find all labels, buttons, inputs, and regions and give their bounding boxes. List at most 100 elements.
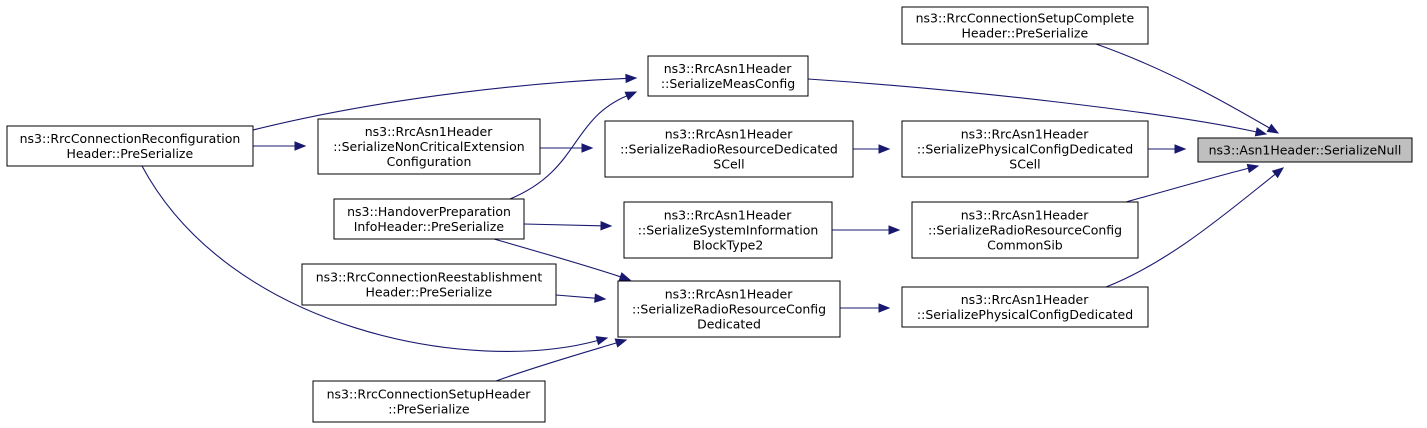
arrowhead-icon [1266, 123, 1280, 134]
edge-reestablishment-to-rr_dedicated [555, 293, 607, 303]
node-label-line: SCell [713, 157, 744, 172]
node-reconfig[interactable]: ns3::RrcConnectionReconfigurationHeader:… [6, 125, 254, 167]
edge-rr_common_sib-to-serialize_null [1125, 163, 1260, 203]
node-label-line: ns3::RrcAsn1Header [961, 292, 1090, 307]
edge-phys_dedicated_scell-to-serialize_null [1148, 144, 1187, 154]
node-label-line: ::SerializeRadioResourceConfig [632, 302, 826, 317]
edge-line [807, 78, 1257, 133]
arrowhead-icon [595, 336, 609, 346]
node-box [317, 118, 541, 175]
edge-meas_config-to-serialize_null [807, 78, 1268, 137]
arrowhead-icon [294, 141, 307, 151]
edge-handover-to-rr_dedicated [493, 238, 632, 282]
node-label-line: ::SerializeRadioResourceConfig [928, 223, 1122, 238]
edge-line [252, 77, 627, 131]
arrowhead-icon [1174, 144, 1187, 154]
node-box [617, 280, 841, 338]
node-box [333, 198, 525, 240]
node-box [911, 201, 1139, 259]
edge-phys_dedicated-to-serialize_null [1105, 167, 1285, 288]
node-box [901, 286, 1149, 328]
node-phys-dedicated-scell[interactable]: ns3::RrcAsn1Header::SerializePhysicalCon… [901, 120, 1149, 178]
edge-line [523, 223, 602, 227]
node-label-line: ns3::RrcAsn1Header [664, 61, 793, 76]
node-setup-complete[interactable]: ns3::RrcConnectionSetupCompleteHeader::P… [901, 6, 1149, 45]
node-label-line: ::SerializeSystemInformation [638, 223, 819, 238]
node-meas-config[interactable]: ns3::RrcAsn1Header::SerializeMeasConfig [647, 55, 809, 97]
edge-line [495, 342, 617, 382]
node-label-line: Header::PreSerialize [962, 26, 1089, 41]
node-label-line: ns3::RrcConnectionSetupHeader [327, 387, 532, 402]
node-label-line: ns3::RrcAsn1Header [365, 124, 494, 139]
edge-reconfig-to-rr_dedicated [141, 165, 609, 352]
node-label-line: ::SerializeRadioResourceDedicated [620, 142, 838, 157]
arrowhead-icon [1246, 163, 1260, 174]
edge-line [1105, 173, 1276, 288]
node-rr-common-sib[interactable]: ns3::RrcAsn1Header::SerializeRadioResour… [911, 201, 1139, 259]
arrowhead-icon [888, 225, 901, 235]
edge-line [555, 294, 596, 299]
node-label-line: ns3::RrcAsn1Header [961, 127, 1090, 142]
node-phys-dedicated[interactable]: ns3::RrcAsn1Header::SerializePhysicalCon… [901, 286, 1149, 328]
arrowhead-icon [1254, 127, 1268, 137]
edge-handover-to-meas_config [509, 91, 638, 200]
node-box [901, 6, 1149, 45]
arrowhead-icon [878, 144, 891, 154]
node-box [1197, 137, 1413, 163]
node-box [312, 380, 546, 423]
node-rr-dedicated-scell[interactable]: ns3::RrcAsn1Header::SerializeRadioResour… [604, 120, 854, 178]
node-box [901, 120, 1149, 178]
edge-reconfig-to-noncritical [253, 141, 307, 151]
node-label-line: ::PreSerialize [388, 402, 470, 417]
node-label-line: BlockType2 [693, 238, 763, 253]
node-label-line: ns3::RrcAsn1Header [961, 208, 1090, 223]
edge-reconfig-to-meas_config [252, 73, 638, 131]
node-box [6, 125, 254, 167]
arrowhead-icon [594, 293, 607, 303]
edge-sib2-to-rr_common_sib [832, 225, 901, 235]
edge-handover-to-sib2 [523, 221, 613, 231]
edge-rr_dedicated-to-phys_dedicated [840, 303, 891, 313]
edge-layer [141, 43, 1285, 382]
arrowhead-icon [600, 221, 613, 231]
node-noncritical[interactable]: ns3::RrcAsn1Header::SerializeNonCritical… [317, 118, 541, 175]
node-label-line: ns3::RrcConnectionSetupComplete [916, 11, 1135, 26]
node-box [604, 120, 854, 178]
edge-setup_header-to-rr_dedicated [495, 338, 628, 382]
node-label-line: ::SerializePhysicalConfigDedicated [917, 307, 1133, 322]
node-box [647, 55, 809, 97]
node-label-line: ns3::HandoverPreparation [347, 204, 511, 219]
node-label-line: ns3::RrcAsn1Header [665, 287, 794, 302]
node-label-line: ns3::RrcConnectionReestablishment [316, 270, 543, 285]
edge-line [141, 165, 598, 352]
node-serialize-null: ns3::Asn1Header::SerializeNull [1197, 137, 1413, 163]
edge-rr_dedicated_scell-to-phys_dedicated_scell [853, 144, 891, 154]
node-label-line: CommonSib [987, 238, 1063, 253]
node-label-line: Header::PreSerialize [366, 285, 493, 300]
node-label-line: ns3::RrcAsn1Header [664, 208, 793, 223]
arrowhead-icon [624, 91, 638, 101]
node-label-line: ::SerializeNonCriticalExtension [333, 139, 525, 154]
node-label-line: InfoHeader::PreSerialize [354, 219, 505, 234]
node-label-line: Header::PreSerialize [67, 146, 194, 161]
arrowhead-icon [618, 272, 632, 282]
edge-line [1125, 167, 1249, 203]
node-label-line: ::SerializePhysicalConfigDedicated [917, 142, 1133, 157]
node-reestablishment[interactable]: ns3::RrcConnectionReestablishmentHeader:… [301, 263, 557, 306]
node-rr-dedicated[interactable]: ns3::RrcAsn1Header::SerializeRadioResour… [617, 280, 841, 338]
node-label-line: SCell [1009, 157, 1040, 172]
arrowhead-icon [625, 73, 638, 84]
node-handover[interactable]: ns3::HandoverPreparationInfoHeader::PreS… [333, 198, 525, 240]
node-setup-header[interactable]: ns3::RrcConnectionSetupHeader::PreSerial… [312, 380, 546, 423]
edge-line [1095, 43, 1270, 129]
node-box [623, 201, 833, 259]
node-label-line: ns3::RrcConnectionReconfiguration [20, 131, 241, 146]
edge-line [493, 238, 621, 278]
node-sib2[interactable]: ns3::RrcAsn1Header::SerializeSystemInfor… [623, 201, 833, 259]
node-label-line: ns3::Asn1Header::SerializeNull [1209, 143, 1402, 158]
edge-line [509, 95, 628, 200]
edge-noncritical-to-rr_dedicated_scell [540, 143, 594, 153]
arrowhead-icon [614, 338, 628, 348]
node-layer: ns3::Asn1Header::SerializeNullns3::RrcCo… [6, 6, 1413, 423]
